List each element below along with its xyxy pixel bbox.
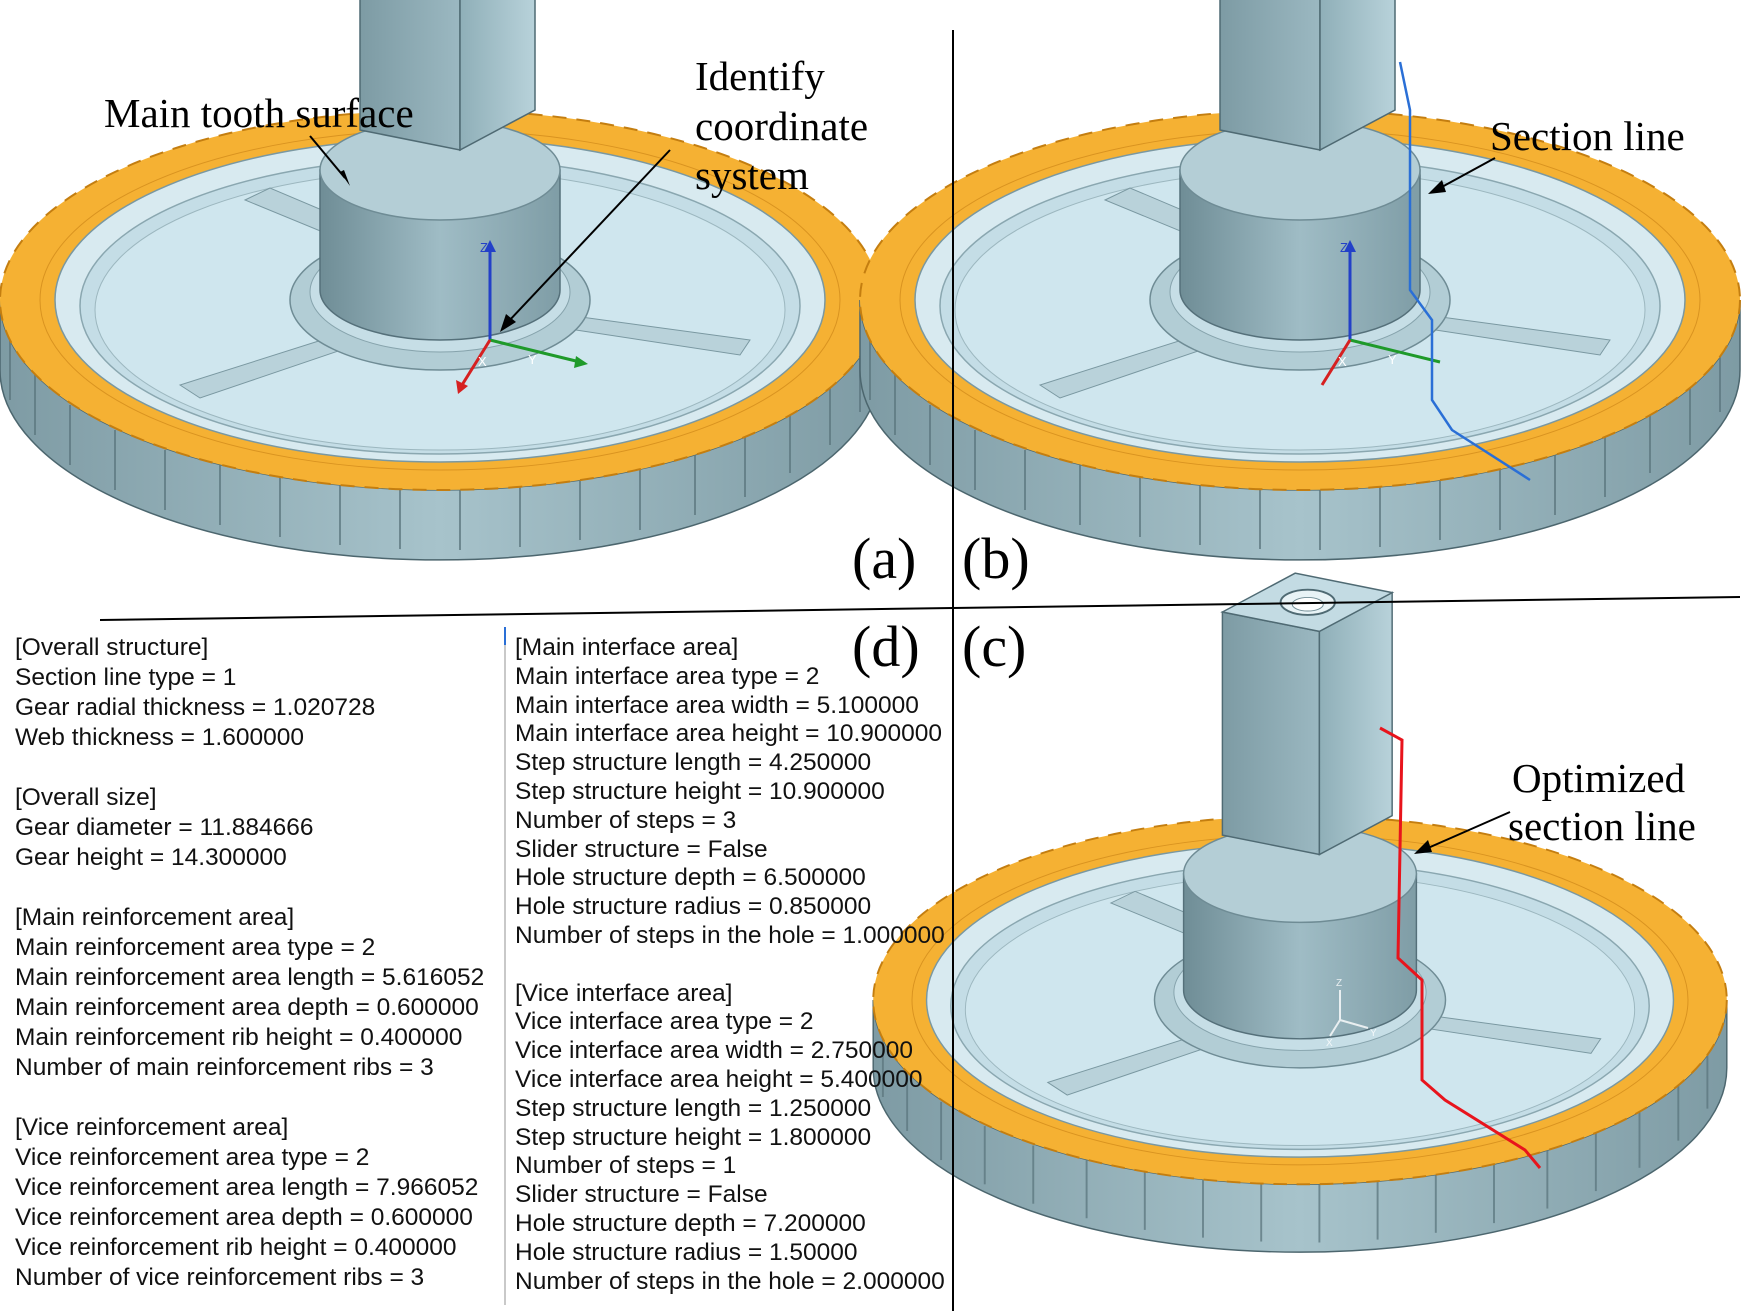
param-line: Vice reinforcement area length = 7.96605… [15,1174,479,1201]
optimized-section-line [1379,726,1542,1169]
param-line: Main reinforcement area type = 2 [15,934,376,961]
identify-label-line3: system [695,152,809,198]
param-line: Hole structure depth = 7.200000 [515,1209,866,1237]
param-line: Number of steps = 3 [515,806,737,834]
param-line: Step structure height = 1.800000 [515,1123,872,1151]
param-line: Number of steps in the hole = 2.000000 [515,1267,945,1295]
param-line: Slider structure = False [515,835,768,863]
panel-d-letter: (d) [852,614,920,679]
param-spacer [15,873,484,903]
panel-c: X Y Z Optimized section line (c) [872,572,1728,1254]
axis-x-label-c: X [1326,1038,1333,1049]
param-section-header: [Main interface area] [515,634,739,661]
panel-b: Z Y X Section line (b) [859,0,1741,591]
axis-z-label-b: Z [1340,240,1348,255]
identify-arrow [507,149,671,323]
param-line: Hole structure radius = 0.850000 [515,893,872,921]
panel-a-letter: (a) [852,526,916,591]
param-spacer [515,951,945,980]
param-line: Gear height = 14.300000 [15,844,287,871]
param-line: Step structure length = 4.250000 [515,749,872,777]
coordinate-axes-a: Z Y X [456,240,588,394]
horizontal-divider [99,596,1741,621]
param-line: Web thickness = 1.600000 [15,724,304,751]
param-section-header: [Main reinforcement area] [15,904,295,931]
param-line: Hole structure depth = 6.500000 [515,864,866,892]
param-line: Main interface area type = 2 [515,662,820,690]
param-line: Step structure height = 10.900000 [515,777,885,805]
param-section-header: [Vice reinforcement area] [15,1114,289,1141]
param-line: Main interface area height = 10.900000 [515,720,943,748]
param-section-header: [Vice interface area] [515,979,733,1007]
param-line: Gear radial thickness = 1.020728 [15,694,376,721]
param-line: Hole structure radius = 1.50000 [515,1238,858,1266]
param-line: Vice interface area type = 2 [515,1008,814,1036]
axis-y-label-b: Y [1388,352,1397,367]
param-spacer [15,753,484,783]
section-line-arrow [1439,157,1496,189]
param-line: Number of vice reinforcement ribs = 3 [15,1264,425,1291]
panel-b-letter: (b) [962,526,1030,591]
param-section-header: [Overall size] [15,784,157,811]
param-line: Vice reinforcement area depth = 0.600000 [15,1204,473,1231]
param-line: Main interface area width = 5.100000 [515,691,919,719]
param-line: Vice reinforcement rib height = 0.400000 [15,1234,457,1261]
axis-y-label: Y [528,352,537,367]
param-line: Vice interface area width = 2.750000 [515,1037,913,1065]
param-line: Main reinforcement rib height = 0.400000 [15,1024,463,1051]
axis-y-label-c: Y [1370,1028,1377,1039]
axis-x-label: X [478,354,487,369]
param-line: Vice interface area height = 5.400000 [515,1065,923,1093]
section-line-label: Section line [1490,113,1685,159]
params-right-column: [Main interface area]Main interface area… [515,634,945,1296]
param-line: Gear diameter = 11.884666 [15,814,314,841]
coordinate-axes-b: Z Y X [1320,240,1441,386]
section-line [1398,61,1531,482]
param-spacer [15,1083,484,1113]
panel-c-letter: (c) [962,614,1026,679]
param-line: Number of steps in the hole = 1.000000 [515,921,945,949]
coordinate-axes-c: X Y Z [1326,978,1377,1049]
optimized-label-line2: section line [1508,803,1696,849]
param-line: Vice reinforcement area type = 2 [15,1144,370,1171]
main-tooth-surface-arrow [309,135,346,179]
param-line: Section line type = 1 [15,664,237,691]
axis-z-label-c: Z [1336,978,1342,989]
param-line: Main reinforcement area depth = 0.600000 [15,994,479,1021]
param-line: Main reinforcement area length = 5.61605… [15,964,485,991]
param-line: Step structure length = 1.250000 [515,1094,872,1122]
params-left-column: [Overall structure] Section line type = 1… [15,633,484,1293]
param-line: Number of steps = 1 [515,1152,737,1180]
axis-x-label-b: X [1338,354,1347,369]
identify-label-line1: Identify [695,53,825,99]
main-tooth-surface-label: Main tooth surface [104,90,414,136]
optimized-label-line1: Optimized [1512,755,1685,801]
panel-a: Z Y X Main tooth surface Identify coordi… [0,0,916,591]
param-line: Slider structure = False [515,1181,768,1209]
gear-model-b [859,0,1741,561]
identify-label-line2: coordinate [695,103,868,149]
axis-z-label: Z [480,240,488,255]
param-section-header: [Overall structure] [15,634,209,661]
optimized-arrow [1427,811,1511,849]
param-line: Number of main reinforcement ribs = 3 [15,1054,434,1081]
